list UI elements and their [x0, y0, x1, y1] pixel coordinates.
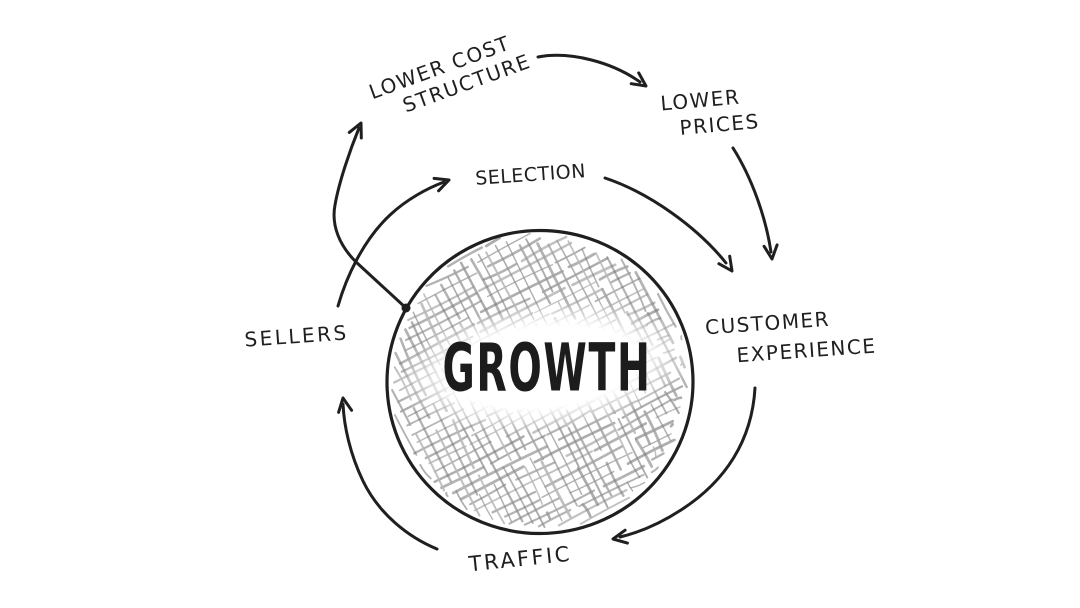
- arrowhead-icon: [611, 528, 629, 545]
- growth-center-label: GROWTH: [442, 328, 651, 406]
- arrow-sellers-to-selection: [336, 176, 451, 308]
- center-clearing: [395, 301, 695, 433]
- arrowhead-icon: [337, 396, 354, 414]
- arrow-lower-cost-structure-to-lower-prices: [536, 53, 648, 88]
- arrow-selection-to-customer-experience: [603, 176, 734, 273]
- label-selection-line1: SELECTION: [475, 160, 587, 190]
- label-selection: SELECTION: [475, 160, 587, 190]
- label-customer-experience-line2: EXPERIENCE: [736, 334, 877, 368]
- label-traffic: TRAFFIC: [467, 542, 573, 577]
- arrowhead-icon: [432, 176, 451, 193]
- growth-circle-outline: [385, 228, 695, 536]
- arrowhead-icon: [717, 254, 734, 273]
- arrows-layer: [332, 53, 779, 551]
- arrow-customer-experience-to-traffic: [611, 386, 757, 545]
- label-sellers-line1: SELLERS: [244, 320, 350, 351]
- label-customer-experience: CUSTOMER EXPERIENCE: [704, 307, 877, 368]
- arrowhead-icon: [762, 243, 779, 261]
- label-traffic-line1: TRAFFIC: [467, 542, 573, 577]
- connector-dot: [401, 303, 411, 313]
- drawn-layer: [332, 53, 779, 551]
- label-customer-experience-line1: CUSTOMER: [704, 307, 830, 340]
- arrow-traffic-to-sellers: [337, 396, 439, 551]
- label-lower-prices: LOWER PRICES: [660, 85, 761, 140]
- label-sellers: SELLERS: [244, 320, 350, 351]
- arrow-lower-prices-to-customer-experience: [731, 146, 779, 261]
- arrowhead-icon: [347, 121, 363, 140]
- label-lower-cost-structure: LOWER COST STRUCTURE: [366, 31, 534, 118]
- label-lower-prices-line2: PRICES: [679, 109, 761, 140]
- arrowhead-icon: [629, 71, 648, 88]
- arrow-growth-to-lower-cost-structure: [332, 121, 411, 313]
